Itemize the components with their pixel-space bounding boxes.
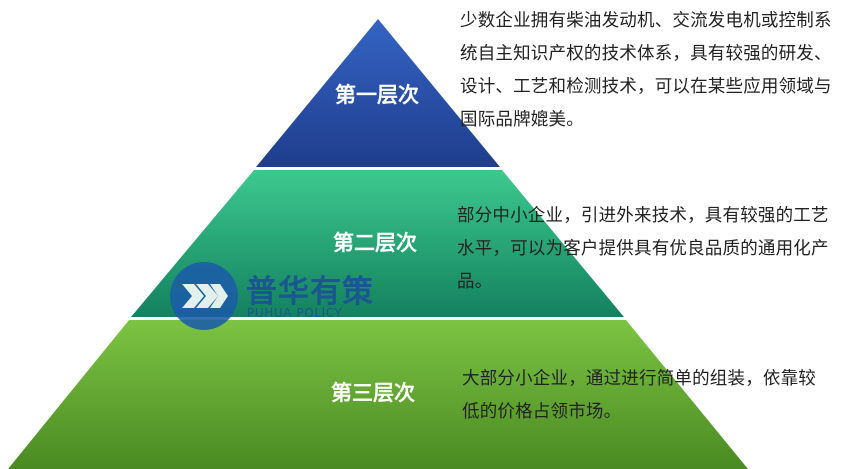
- pyramid-tier-1: [256, 19, 500, 167]
- pyramid-tier-2: [131, 170, 624, 317]
- logo-subtitle: PUHUA POLICY: [247, 306, 343, 320]
- tier-2-description: 部分中小企业，引进外来技术，具有较强的工艺水平，可以为客户提供具有优良品质的通用…: [457, 206, 829, 292]
- puhua-policy-logo: 普华有策 PUHUA POLICY: [170, 262, 380, 334]
- tier-3-label: 第三层次: [331, 381, 415, 405]
- tier-2-label: 第二层次: [333, 231, 417, 255]
- logo-title: 普华有策: [246, 274, 374, 310]
- logo-emblem-icon: [170, 262, 238, 330]
- chevrons-icon: [182, 284, 228, 308]
- tier-1-label: 第一层次: [335, 83, 419, 107]
- tier-1-description: 少数企业拥有柴油发动机、交流发电机或控制系统自主知识产权的技术体系，具有较强的研…: [460, 11, 832, 130]
- tier-3-description: 大部分小企业，通过进行简单的组装，依靠较低的价格占领市场。: [462, 369, 816, 422]
- pyramid-tier-3: [8, 320, 748, 469]
